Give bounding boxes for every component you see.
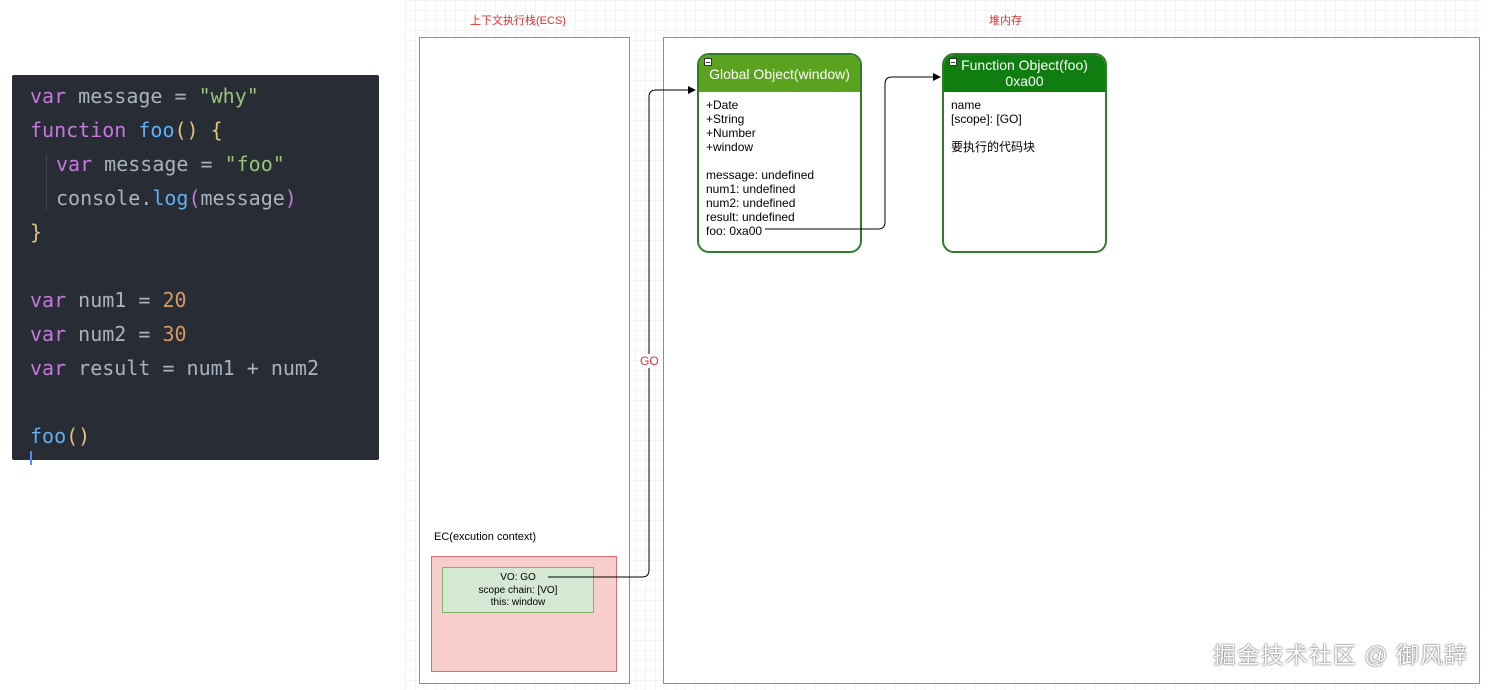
code-token: num1 <box>66 288 139 312</box>
code-token: foo <box>30 424 67 448</box>
collapse-icon[interactable] <box>704 58 712 66</box>
collapse-icon[interactable] <box>949 58 957 66</box>
code-token: = <box>138 322 151 346</box>
property-line: +Number <box>706 126 756 140</box>
code-line: console.log(message) <box>30 186 297 210</box>
code-line: var num2 = 30 <box>30 322 187 346</box>
function-object-properties: name[scope]: [GO] 要执行的代码块 <box>944 92 1105 154</box>
code-token: 20 <box>162 288 187 312</box>
code-token: = <box>138 288 151 312</box>
code-token: var <box>56 152 93 176</box>
code-token: + <box>246 356 259 380</box>
property-line: result: undefined <box>706 210 795 224</box>
function-object-address: 0xa00 <box>1005 73 1044 89</box>
code-line: var message = "why" <box>30 84 259 108</box>
global-object-header: Global Object(window) <box>699 55 860 92</box>
code-token: () <box>66 424 91 448</box>
code-token: = <box>174 84 187 108</box>
code-line: function foo() { <box>30 118 223 142</box>
ec-label: EC(excution context) <box>434 531 537 543</box>
property-line: +String <box>706 112 745 126</box>
scope-chain-line: scope chain: [VO] <box>478 584 558 596</box>
this-line: this: window <box>490 597 546 608</box>
property-line: name <box>951 98 982 112</box>
property-line: +Date <box>706 98 739 112</box>
code-line: var num1 = 20 <box>30 288 187 312</box>
code-token: "why" <box>198 84 259 108</box>
code-token: log <box>152 186 189 210</box>
code-token: console. <box>56 186 153 210</box>
code-token: foo <box>138 118 175 142</box>
ecs-title: 上下文执行栈(ECS) <box>470 15 566 27</box>
go-connector-label: GO <box>639 354 660 368</box>
code-token: function <box>30 118 127 142</box>
property-line: message: undefined <box>706 168 815 182</box>
code-token: { <box>210 118 223 142</box>
text-cursor <box>30 451 32 465</box>
property-line: num1: undefined <box>706 182 796 196</box>
property-line: 要执行的代码块 <box>951 140 1036 154</box>
watermark: 掘金技术社区 @ 御风辞 <box>1212 642 1468 668</box>
code-token: 30 <box>162 322 187 346</box>
code-token: () <box>174 118 199 142</box>
variable-object-box[interactable]: VO: GO scope chain: [VO] this: window <box>442 567 594 613</box>
code-line: var message = "foo" <box>30 152 285 176</box>
code-token: message <box>200 186 285 210</box>
code-token: = <box>162 356 175 380</box>
code-token: var <box>30 84 67 108</box>
code-token: num2 <box>66 322 139 346</box>
code-token: } <box>30 220 43 244</box>
code-line: foo() <box>30 424 90 448</box>
code-token: var <box>30 288 67 312</box>
code-token: ( <box>188 186 201 210</box>
code-token: ) <box>284 186 297 210</box>
code-token: num2 <box>258 356 320 380</box>
property-line: [scope]: [GO] <box>951 112 1022 126</box>
property-line: +window <box>706 140 754 154</box>
function-object-header: Function Object(foo) 0xa00 <box>944 55 1105 92</box>
code-line: var result = num1 + num2 <box>30 356 319 380</box>
foo-connector <box>765 73 941 230</box>
code-token: message <box>92 152 201 176</box>
function-object-box[interactable]: Function Object(foo) 0xa00 name[scope]: … <box>942 53 1107 253</box>
code-editor: var message = "why"function foo() {var m… <box>12 75 379 465</box>
code-token: message <box>66 84 175 108</box>
code-token: var <box>30 322 67 346</box>
code-token: = <box>200 152 213 176</box>
code-token: result <box>66 356 163 380</box>
go-connector <box>548 86 696 578</box>
function-object-title: Function Object(foo) <box>961 57 1088 73</box>
code-line: } <box>30 220 42 244</box>
property-line: foo: 0xa00 <box>706 224 763 238</box>
code-token: var <box>30 356 67 380</box>
code-token: num1 <box>174 356 247 380</box>
global-object-box[interactable]: Global Object(window) +Date+String+Numbe… <box>697 53 862 253</box>
code-token: "foo" <box>224 152 285 176</box>
property-line: num2: undefined <box>706 196 796 210</box>
heap-title: 堆内存 <box>989 15 1022 27</box>
global-object-properties: +Date+String+Number+window message: undef… <box>699 92 860 238</box>
indent-guide <box>46 154 47 210</box>
vo-line: VO: GO <box>500 572 536 583</box>
